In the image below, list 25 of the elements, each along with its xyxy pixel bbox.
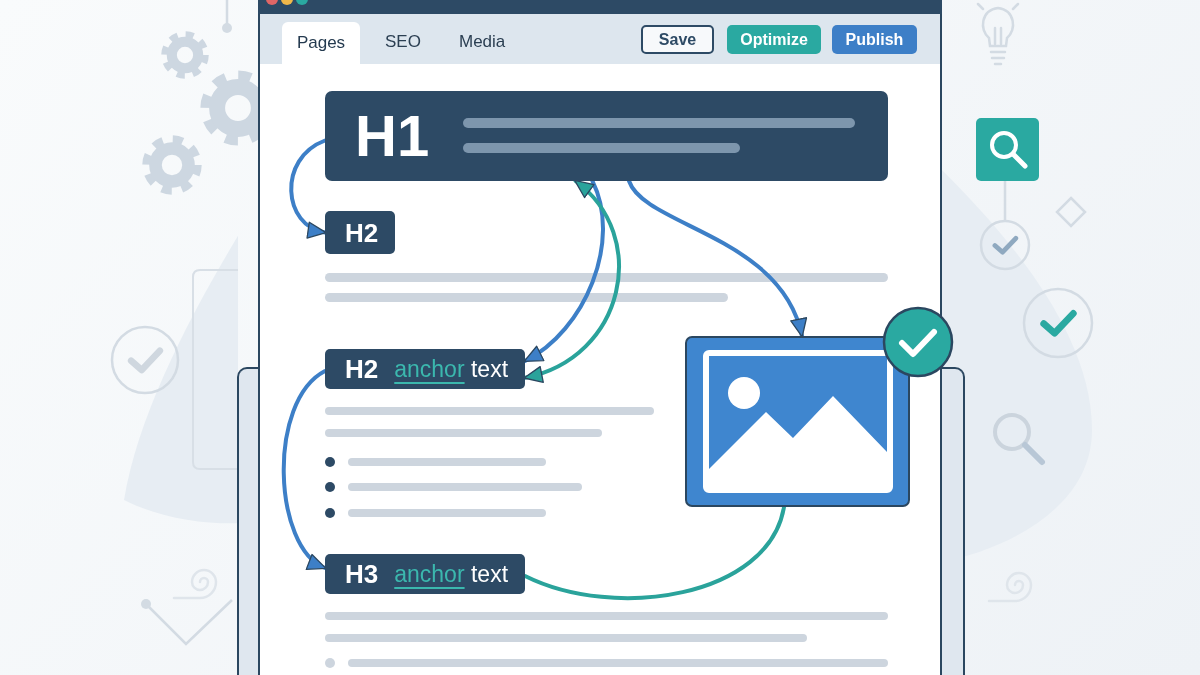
tab-label: Media — [458, 31, 507, 53]
anchor-text: anchor text — [394, 355, 509, 383]
connector-line — [523, 505, 786, 601]
curved-arrow — [523, 179, 605, 363]
heading-label: H1 — [355, 105, 430, 167]
heading-block — [325, 211, 396, 254]
curved-arrow — [627, 179, 806, 338]
anchor-link: anchor — [394, 356, 465, 382]
active-tab: Pages — [282, 22, 360, 64]
heading-block — [325, 554, 526, 594]
curved-arrow — [289, 138, 327, 237]
anchor-link: anchor — [394, 561, 465, 587]
heading-label: H2 — [345, 217, 379, 248]
action-button: Optimize — [727, 25, 821, 54]
heading-label: H2 — [345, 354, 379, 384]
tab-label: SEO — [384, 31, 422, 53]
action-button: Publish — [832, 25, 917, 54]
heading-block — [325, 91, 888, 181]
heading-label: H3 — [345, 559, 379, 589]
action-button: Save — [641, 25, 714, 54]
image-placeholder — [685, 336, 910, 507]
anchor-text: anchor text — [394, 560, 509, 588]
curved-arrow — [281, 369, 327, 570]
heading-block — [325, 349, 526, 389]
double-headed-arrow — [523, 179, 621, 382]
